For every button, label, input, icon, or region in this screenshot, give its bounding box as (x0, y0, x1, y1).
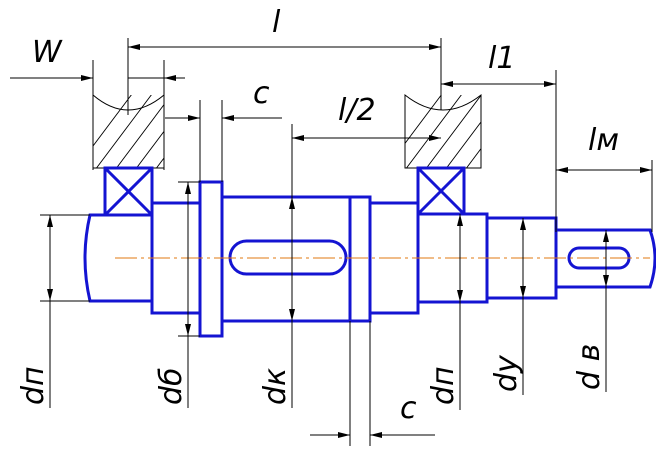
label-l-half: l/2 (338, 93, 376, 128)
left-support-section (92, 93, 165, 169)
right-support-section (404, 93, 482, 169)
shaft-outline (83, 166, 656, 338)
label-l: l (272, 5, 281, 40)
label-c-top: c (253, 76, 270, 111)
gear-seat-step (348, 195, 372, 323)
label-dv: d в (572, 344, 607, 390)
collar (198, 180, 224, 338)
label-l1: l1 (488, 41, 515, 76)
label-lm: lм (588, 123, 619, 158)
horizontal-dimensions (10, 44, 652, 438)
label-dp-left: dп (16, 366, 51, 405)
label-dk: dк (258, 368, 293, 405)
left-bearing-box (103, 166, 154, 217)
label-dy: dу (489, 354, 524, 392)
output-end (554, 228, 656, 289)
gear-seat (220, 195, 352, 323)
label-dp-right: dп (426, 366, 461, 405)
label-c-bottom: c (400, 391, 417, 426)
vertical-dimensions (47, 182, 609, 410)
left-bearing-journal (83, 213, 154, 303)
label-w: W (32, 35, 63, 70)
label-db: dб (154, 367, 189, 405)
